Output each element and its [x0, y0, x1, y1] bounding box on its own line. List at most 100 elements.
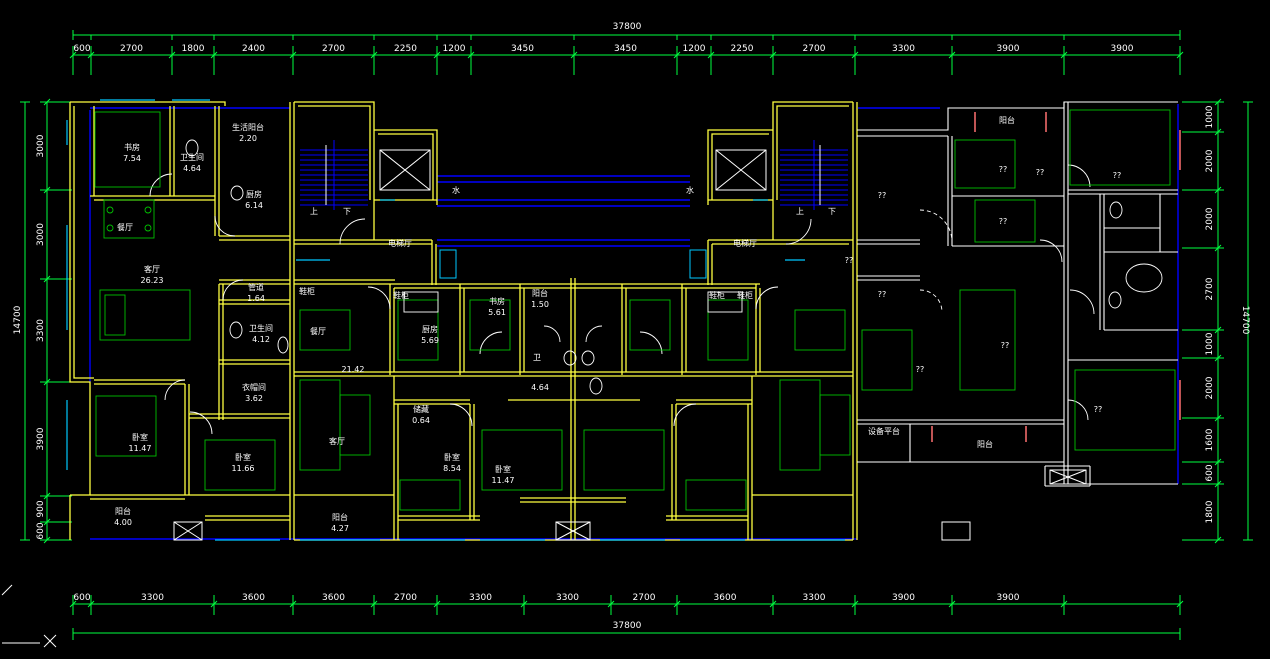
- room-label-woshi-3: 卧室: [444, 452, 460, 462]
- room-label-xia-1: 下: [343, 207, 351, 216]
- left-dimension-label: 3900: [36, 427, 46, 450]
- room-area-woshi-1: 11.47: [129, 444, 152, 453]
- room-label-unk-8: ??: [916, 365, 925, 374]
- stairs: [300, 140, 848, 210]
- room-label-woshi-2: 卧室: [235, 452, 251, 462]
- room-label-guandao: 管道: [248, 282, 264, 292]
- top-dimension-label: 1200: [443, 44, 466, 54]
- bottom-dimension-label: 3900: [997, 593, 1020, 603]
- room-label-shang-1: 上: [310, 207, 318, 216]
- room-label-biaogui-2: 鞋柜: [393, 290, 409, 300]
- room-label-unk-5: ??: [845, 256, 854, 265]
- room-area-shenghuo: 2.20: [239, 134, 257, 143]
- furniture: [94, 109, 1176, 511]
- top-dimension-label: 2700: [322, 44, 345, 54]
- room-label-biaogui-3: 鞋柜: [709, 290, 725, 300]
- room-label-biaogui-4: 鞋柜: [737, 290, 753, 300]
- room-label-unk-4: ??: [999, 217, 1008, 226]
- room-label-unk-9: ??: [1094, 405, 1103, 414]
- room-area-weisheng-2: 4.12: [252, 335, 270, 344]
- room-label-shui-2: 水: [686, 185, 694, 195]
- room-area-yangtai-s: 1.50: [531, 300, 549, 309]
- bottom-dimension-label: 2700: [633, 593, 656, 603]
- right-dimension-label: 1000: [1205, 105, 1215, 128]
- walls: [69, 101, 858, 541]
- room-label-woshi-1: 卧室: [132, 432, 148, 442]
- bottom-dimension-label: 600: [73, 593, 90, 603]
- room-area-shufang-2: 5.61: [488, 308, 506, 317]
- room-label-diantiting: 电梯厅: [388, 238, 412, 248]
- top-dimension-label: 2250: [731, 44, 754, 54]
- ucs-icon: [1, 584, 57, 648]
- room-label-unk-10: ??: [1036, 168, 1045, 177]
- right-dimension-label: 600: [1205, 464, 1215, 481]
- room-label-unk-3: ??: [1113, 171, 1122, 180]
- windows: [66, 99, 845, 541]
- left-dimension-label: 3000: [36, 134, 46, 157]
- right-dimension-label: 1000: [1205, 332, 1215, 355]
- room-label-shang-2: 上: [796, 207, 804, 216]
- door-swings: [149, 164, 1095, 435]
- room-label-canting-1: 餐厅: [117, 223, 133, 232]
- room-label-unk-6: ??: [878, 290, 887, 299]
- room-area-yangtai-1: 4.00: [114, 518, 132, 527]
- left-dimension-label: 3000: [36, 223, 46, 246]
- room-label-woshi-4: 卧室: [495, 464, 511, 474]
- bottom-dimension-label: 3600: [322, 593, 345, 603]
- right-dimension-label: 2000: [1205, 149, 1215, 172]
- room-label-wei-a: 卫: [533, 353, 541, 362]
- bottom-dimension-label: 3300: [556, 593, 579, 603]
- room-label-unk-7: ??: [1001, 341, 1010, 350]
- dimension-lines: [20, 30, 1253, 640]
- room-label-weisheng-2: 卫生间: [249, 323, 273, 333]
- room-area-guandao: 1.64: [247, 294, 265, 303]
- room-label-unk-1: ??: [878, 191, 887, 200]
- top-dimension-label: 3450: [614, 44, 637, 54]
- top-dimension-label: 1200: [683, 44, 706, 54]
- bottom-dimension-label: 2700: [394, 593, 417, 603]
- bottom-dimension-label: 3900: [892, 593, 915, 603]
- bottom-total-dimension: 37800: [613, 621, 642, 631]
- right-total-dimension: 14700: [1240, 306, 1250, 335]
- room-label-shebei: 设备平台: [868, 426, 900, 436]
- top-dimension-label: 3450: [511, 44, 534, 54]
- right-dimension-label: 1800: [1205, 500, 1215, 523]
- right-dimension-label: 2700: [1205, 277, 1215, 300]
- room-area-wei-sz: 4.64: [531, 383, 549, 392]
- bottom-dimension-label: 3600: [714, 593, 737, 603]
- room-label-weisheng-1: 卫生间: [180, 152, 204, 162]
- room-area-shufang-1: 7.54: [123, 154, 141, 163]
- room-label-keting-2b: 客厅: [329, 436, 345, 446]
- right-unit-outline: [857, 101, 1178, 487]
- bottom-dimension-label: 3600: [242, 593, 265, 603]
- left-dimension-label: 600: [36, 522, 46, 539]
- room-label-yimaojian: 衣帽间: [242, 382, 266, 392]
- room-area-biaoyi-1: 0.64: [412, 416, 430, 425]
- room-area-yangtai-2: 4.27: [331, 524, 349, 533]
- room-area-woshi-3: 8.54: [443, 464, 461, 473]
- room-area-chufang-1: 6.14: [245, 201, 263, 210]
- room-label-shenghuo: 生活阳台: [232, 122, 264, 132]
- room-area-woshi-2: 11.66: [232, 464, 255, 473]
- sanitary-fixtures: [185, 139, 1163, 395]
- room-label-yangtai-1: 阳台: [115, 506, 131, 516]
- room-label-biaoyi-1: 储藏: [413, 404, 429, 414]
- room-area-keting-2: 21.42: [342, 365, 365, 374]
- right-dimension-label: 1600: [1205, 428, 1215, 451]
- room-label-unk-2: ??: [999, 165, 1008, 174]
- elevator-shafts: [173, 145, 1087, 541]
- top-dimension-label: 2700: [803, 44, 826, 54]
- room-label-keting-1: 客厅: [144, 264, 160, 274]
- top-dimension-label: 600: [73, 44, 90, 54]
- bottom-dimension-label: 3300: [141, 593, 164, 603]
- room-label-shufang-2: 书房: [489, 296, 505, 306]
- left-dimension-label: 3300: [36, 319, 46, 342]
- left-dimension-label: 900: [36, 500, 46, 517]
- room-area-keting-1: 26.23: [141, 276, 164, 285]
- room-label-biaogui-1: 鞋柜: [299, 286, 315, 296]
- top-dimension-label: 3900: [1111, 44, 1134, 54]
- room-area-chufang-2: 5.69: [421, 336, 439, 345]
- top-dimension-label: 3900: [997, 44, 1020, 54]
